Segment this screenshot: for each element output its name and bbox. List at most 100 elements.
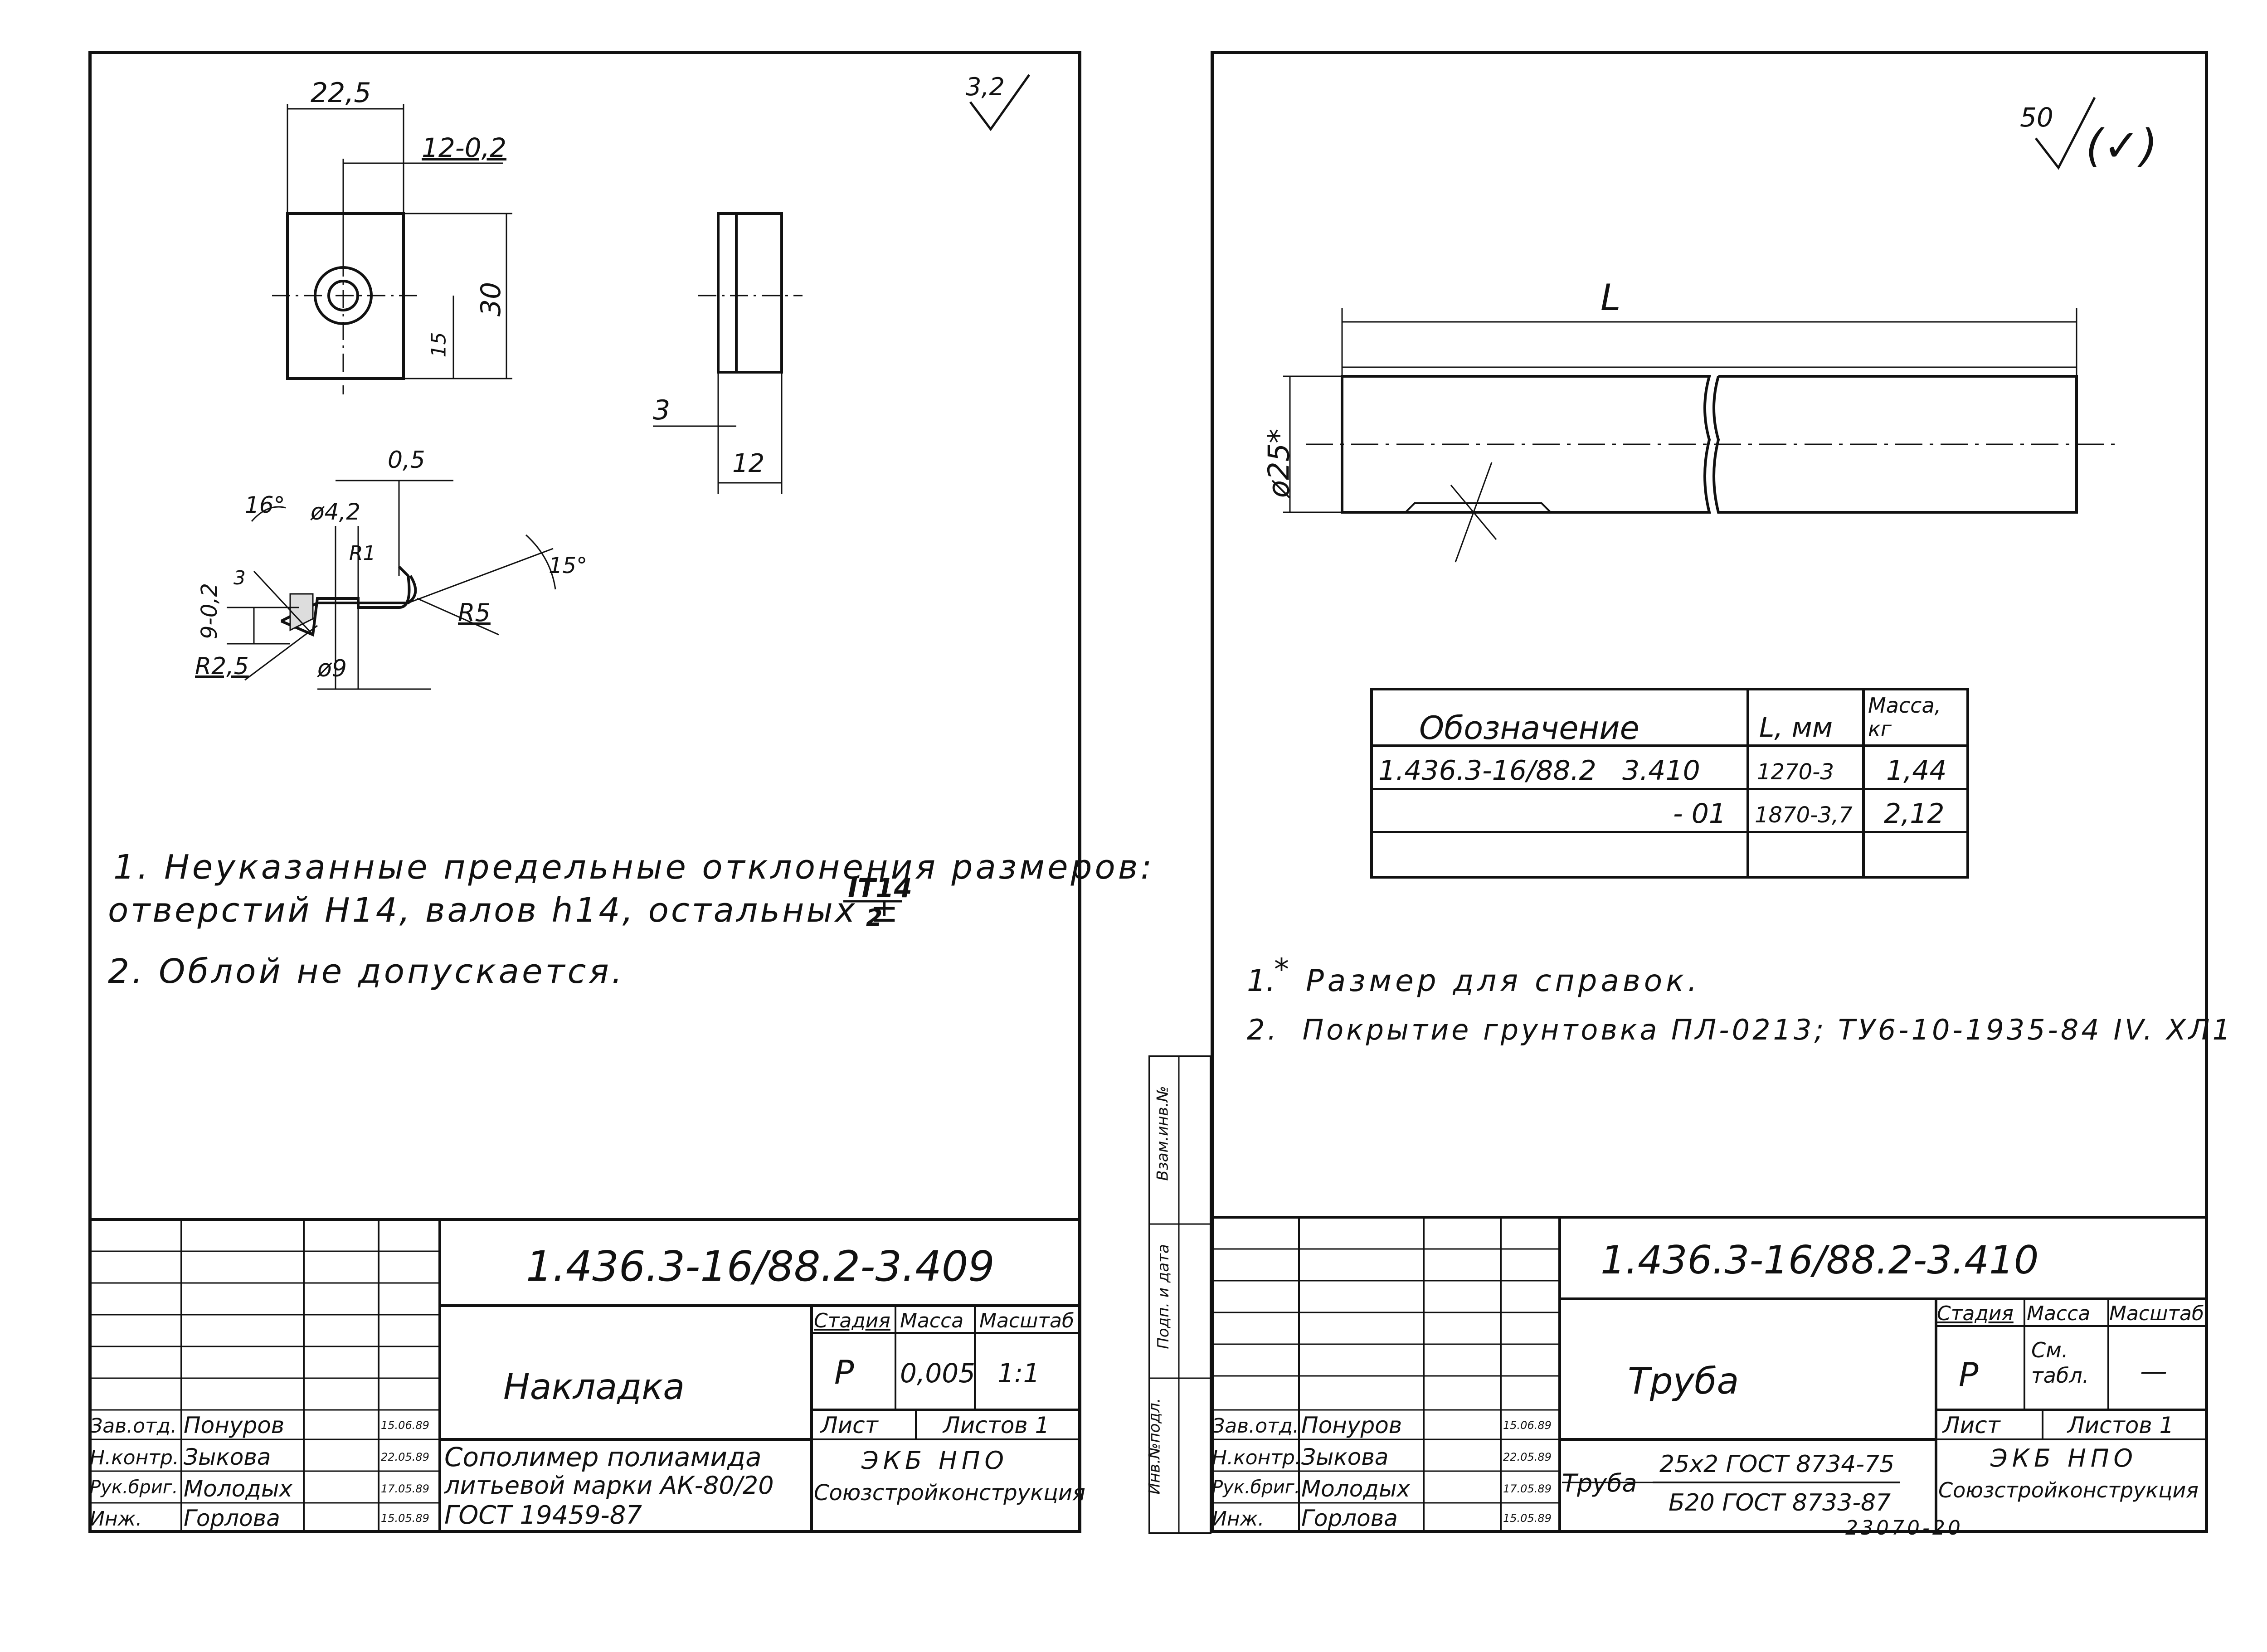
dim-length: L: [1601, 277, 1621, 319]
note-1-line-2: отверстий H14, валов h14, остальных ±: [108, 891, 901, 930]
note-1-star-right: *: [1274, 952, 1289, 987]
staff-role-2-left: Рук.бриг.: [90, 1477, 178, 1498]
spec-row-1-designation: - 01: [1673, 798, 1727, 830]
side-strip-inv: Инв.№подл.: [1145, 1398, 1164, 1495]
dim-hole-offset: 12-0,2: [422, 132, 506, 163]
staff-date-0-left: 15.06.89: [381, 1419, 429, 1432]
doc-number-right: 1.436.3-16/88.2-3.410: [1601, 1238, 2039, 1283]
dim-r25: R2,5: [195, 653, 249, 680]
stage-value-right: Р: [1959, 1356, 1979, 1394]
spec-header-designation: Обозначение: [1419, 709, 1639, 747]
staff-name-2-right: Молодых: [1301, 1476, 1410, 1502]
spec-header-mass: Масса, кг: [1868, 693, 1941, 741]
doc-number-left: 1.436.3-16/88.2-3.409: [526, 1242, 995, 1291]
staff-date-1-right: 22.05.89: [1503, 1451, 1552, 1463]
staff-date-1-left: 22.05.89: [381, 1451, 429, 1463]
sheet-label-right: Лист: [1943, 1412, 2000, 1438]
staff-role-0-right: Зав.отд.: [1212, 1414, 1299, 1438]
note-1-prefix-right: 1.: [1247, 963, 1275, 998]
material-bottom-right: Б20 ГОСТ 8733-87: [1669, 1489, 1891, 1516]
spec-row-1-length: 1870-3,7: [1755, 802, 1853, 828]
staff-date-0-right: 15.06.89: [1503, 1419, 1552, 1432]
note-1-line-1: 1. Неуказанные предельные отклонения раз…: [113, 848, 1155, 887]
staff-role-3-right: Инж.: [1212, 1507, 1265, 1531]
dim-r1: R1: [349, 542, 376, 565]
drawing-sheet-left: [88, 51, 1081, 1533]
material-line-3-left: ГОСТ 19459-87: [444, 1501, 642, 1530]
pipe-outline-right: [1712, 375, 2078, 514]
sheet-label-left: Лист: [821, 1412, 878, 1438]
spec-row-1-mass: 2,12: [1884, 798, 1945, 830]
staff-name-3-right: Горлова: [1301, 1505, 1398, 1531]
staff-date-2-left: 17.05.89: [381, 1482, 429, 1495]
spec-row-0-mass: 1,44: [1886, 755, 1947, 787]
dim-detail-05: 0,5: [388, 447, 425, 474]
col-scale-left: Масштаб: [979, 1309, 1075, 1332]
part-name-right: Труба: [1628, 1360, 1739, 1402]
sheets-label-left: Листов 1: [943, 1412, 1050, 1438]
dim-angle-15: 15°: [549, 553, 588, 578]
dim-angle-16: 16°: [245, 492, 285, 518]
staff-date-3-left: 15.05.89: [381, 1512, 429, 1525]
staff-date-3-right: 15.05.89: [1503, 1512, 1552, 1525]
col-stage-right: Стадия: [1937, 1302, 2014, 1325]
spec-row-0-designation: 1.436.3-16/88.2 3.410: [1378, 755, 1700, 787]
col-scale-right: Масштаб: [2109, 1302, 2204, 1325]
spec-table-frame: [1370, 688, 1969, 879]
staff-name-0-right: Понуров: [1301, 1412, 1402, 1438]
dim-diam-42: ø4,2: [311, 499, 361, 525]
staff-role-0-left: Зав.отд.: [90, 1414, 177, 1438]
col-mass-right: Масса: [2027, 1302, 2091, 1325]
staff-role-3-left: Инж.: [90, 1507, 142, 1531]
dim-side-width: 12: [732, 449, 765, 478]
dim-r5: R5: [458, 598, 491, 627]
note-1-fraction-top: IT14: [848, 873, 912, 904]
scale-value-left: 1:1: [997, 1358, 1040, 1389]
staff-role-1-right: Н.контр.: [1212, 1446, 1301, 1469]
mass-value-left: 0,005: [900, 1358, 976, 1389]
material-top-right: 25x2 ГОСТ 8734-75: [1659, 1451, 1895, 1478]
drawing-sheet-right: [1211, 51, 2208, 1533]
stage-value-left: Р: [834, 1353, 854, 1391]
spec-header-length: L, мм: [1759, 712, 1833, 743]
roughness-mark-left: 3,2: [966, 73, 1005, 101]
org-line-2-left: Союзстройконструкция: [814, 1480, 1085, 1506]
sheets-label-right: Листов 1: [2068, 1412, 2174, 1438]
staff-name-1-left: Зыкова: [184, 1444, 271, 1470]
roughness-value-right: 50: [2020, 102, 2053, 133]
note-2: 2. Облой не допускается.: [108, 952, 625, 991]
footer-number-right: 23070-20: [1845, 1516, 1963, 1540]
staff-name-3-left: Горлова: [184, 1505, 280, 1531]
dim-thickness: 3: [653, 394, 671, 426]
material-line-2-left: литьевой марки АК-80/20: [444, 1471, 774, 1500]
material-prefix-right: Труба: [1562, 1469, 1637, 1497]
pipe-outline-left: [1341, 375, 1711, 514]
staff-name-1-right: Зыкова: [1301, 1444, 1389, 1470]
dim-diameter: ø25*: [1262, 428, 1296, 498]
part-name-left: Накладка: [503, 1367, 685, 1408]
staff-role-1-left: Н.контр.: [90, 1446, 179, 1469]
org-line-1-right: ЭКБ НПО: [1990, 1444, 2137, 1472]
scale-value-right: —: [2140, 1356, 2167, 1387]
side-strip-frame: [1148, 1055, 1211, 1534]
org-line-1-left: ЭКБ НПО: [861, 1446, 1008, 1475]
dim-diam-9: ø9: [317, 655, 347, 682]
staff-date-2-right: 17.05.89: [1503, 1482, 1552, 1495]
spec-row-0-length: 1270-3: [1757, 759, 1834, 785]
dim-3: 3: [234, 567, 246, 589]
col-mass-left: Масса: [900, 1309, 964, 1332]
mass-value-right: См. табл.: [2031, 1338, 2089, 1388]
note-1-fraction-bottom: 2: [866, 904, 883, 932]
block-side-view: [717, 212, 783, 374]
note-2-right: 2. Покрытие грунтовка ПЛ-0213; ТУ6-10-19…: [1247, 1013, 2233, 1046]
org-line-2-right: Союзстройконструкция: [1938, 1478, 2199, 1502]
side-strip-sign: Подп. и дата: [1154, 1244, 1172, 1349]
roughness-rest-right: (✓): [2086, 120, 2158, 172]
material-line-1-left: Сополимер полиамида: [444, 1442, 762, 1472]
note-1-text-right: Размер для справок.: [1306, 963, 1701, 998]
side-strip-replace: Взам.инв.№: [1153, 1086, 1172, 1181]
staff-name-2-left: Молодых: [184, 1476, 292, 1502]
col-stage-left: Стадия: [814, 1309, 890, 1332]
